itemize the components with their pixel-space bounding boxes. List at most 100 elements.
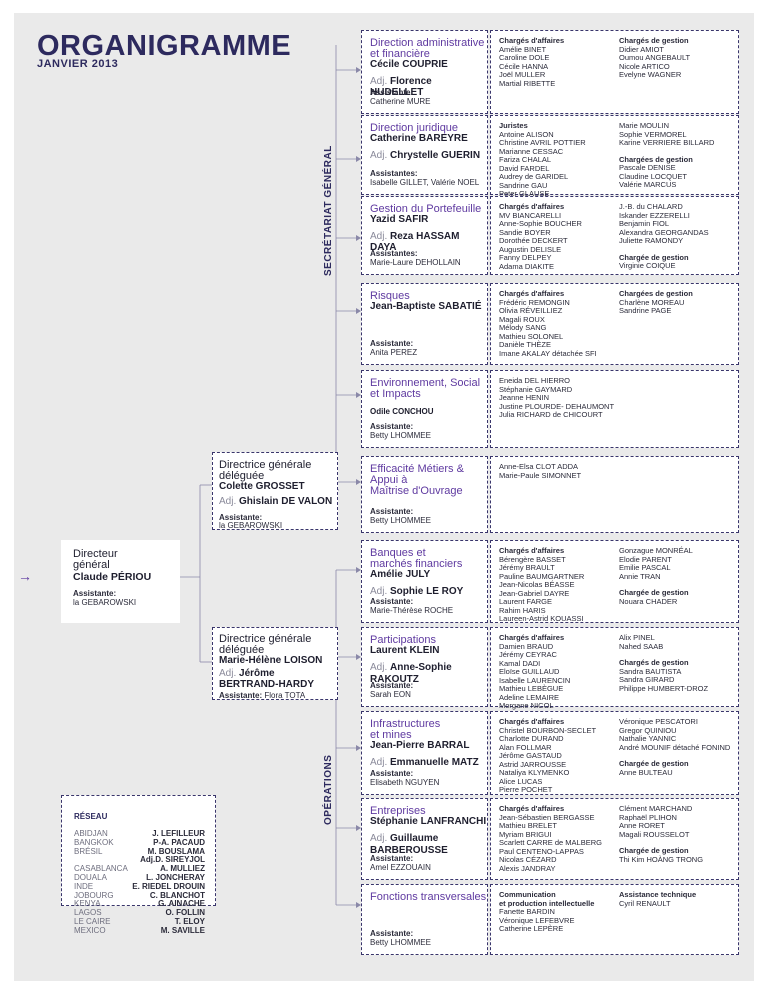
dgd1-box[interactable]: Directrice générale déléguée Colette GRO…	[212, 452, 338, 530]
dept-assistant-label: Assistantes:	[370, 169, 418, 178]
member-group-label: Chargés d'affaires	[499, 202, 565, 211]
dept-adj: Adj. Guillaume	[370, 833, 438, 844]
dept-head: Amélie JULY	[370, 569, 431, 580]
dept-name-line: Entreprises	[370, 805, 426, 817]
reseau-country: INDE	[74, 881, 94, 891]
dept-name-line: et Impacts	[370, 388, 421, 400]
reseau-name: P-A. PACAUD	[153, 837, 205, 847]
dept-adj: Adj. Emmanuelle MATZ	[370, 757, 479, 768]
reseau-name: L. JONCHERAY	[146, 872, 205, 882]
member-group-label: Chargés d'affaires	[499, 546, 565, 555]
member-list: Gonzague MONRÉAL Elodie PARENT Emilie PA…	[619, 546, 693, 581]
dept-head: Cécile COUPRIE	[370, 59, 448, 70]
dept-adj-prefix: Adj.	[370, 231, 388, 242]
member-list: Antoine ALISON Christine AVRIL POTTIER M…	[499, 129, 586, 198]
reseau-name: J. LEFILLEUR	[152, 829, 205, 838]
reseau-name: M. SAVILLE	[160, 925, 205, 935]
dgd2-assistant: Flora TOTA	[264, 691, 306, 700]
dept-members-box-5: Anne-Elsa CLOT ADDA Marie-Paule SIMONNET	[490, 456, 739, 533]
member-list: Fanette BARDIN Véronique LEFEBVRE Cather…	[499, 907, 575, 933]
member-list: Thi Kim HOÀNG TRONG	[619, 854, 704, 864]
dept-name-line: marchés financiers	[370, 558, 463, 570]
member-list: Anne BULTEAU	[619, 767, 673, 777]
dept-adj-name: Chrystelle GUERIN	[390, 150, 481, 161]
member-group-label: Chargés d'affaires	[499, 804, 565, 813]
dept-assistant-label: Assistante:	[370, 929, 414, 938]
dept-adj-name: Sophie LE ROY	[390, 586, 464, 597]
dept-assistant-label: Assistante:	[370, 597, 414, 606]
member-list: Eneida DEL HIERRO Stéphanie GAYMARD Jean…	[499, 376, 615, 419]
dept-assistant: Betty LHOMMEE	[370, 431, 431, 440]
dept-assistant-label: Assistante:	[370, 854, 414, 863]
reseau-country: LAGOS	[74, 908, 102, 918]
dgd2-adj-prefix: Adj.	[219, 668, 237, 679]
member-list: Sandra BAUTISTA Sandra GIRARD Philippe H…	[619, 666, 709, 693]
dept-assistant-label: Assistante:	[370, 88, 414, 97]
dgd2-title-line1: Directrice générale	[219, 633, 312, 645]
member-list: Charlène MOREAU Sandrine PAGE	[619, 297, 685, 315]
member-list: Didier AMIOT Oumou ANGEBAULT Nicole ARTI…	[619, 44, 691, 79]
dg-box[interactable]: Directeur général Claude PÉRIOU Assistan…	[61, 540, 180, 623]
reseau-country: LE CAIRE	[74, 916, 111, 926]
dg-title-line2: général	[73, 559, 110, 571]
member-group-label: Chargés de gestion	[619, 36, 689, 45]
dept-head: Odile CONCHOU	[370, 407, 434, 416]
dept-name-line: Banques et	[370, 547, 426, 559]
member-list: Anne-Elsa CLOT ADDA Marie-Paule SIMONNET	[499, 462, 582, 480]
member-group-label: Chargée de gestion	[619, 846, 689, 855]
dept-name-line: et financière	[370, 48, 430, 60]
dept-adj-prefix: Adj.	[370, 586, 388, 597]
member-list: Jean-Sébastien BERGASSE Mathieu BRELET M…	[499, 812, 602, 873]
reseau-name: Adj.D. SIREYJOL	[140, 855, 205, 865]
dept-assistant: Sarah EON	[370, 690, 411, 699]
member-group-label: Chargée de gestion	[619, 759, 689, 768]
member-group-label: Chargés d'affaires	[499, 36, 565, 45]
dept-name-line: Direction juridique	[370, 122, 459, 134]
dgd1-adj-prefix: Adj.	[219, 496, 237, 507]
dept-name-line: Fonctions transversales	[370, 891, 487, 903]
dept-assistant: Anita PEREZ	[370, 348, 418, 357]
dept-adj-prefix: Adj.	[370, 757, 388, 768]
dgd2-assistant-label: Assistante:	[219, 691, 263, 700]
member-group-label: Assistance technique	[619, 890, 697, 899]
dept-name-line: et mines	[370, 729, 412, 741]
dgd2-box[interactable]: Directrice générale déléguée Marie-Hélèn…	[212, 627, 338, 700]
member-list: Damien BRAUD Jérémy CEYRAC Kamal DADI El…	[499, 641, 571, 710]
dgd2-adj-line1: Jérôme	[239, 668, 275, 679]
dept-head: Laurent KLEIN	[370, 645, 440, 656]
dept-head: Jean-Baptiste SABATIÉ	[370, 301, 482, 312]
dept-assistant: Betty LHOMMEE	[370, 938, 431, 947]
member-group-label: Chargés d'affaires	[499, 633, 565, 642]
dept-assistant: Marie-Laure DEHOLLAIN	[370, 258, 461, 267]
dept-assistant: Catherine MURE	[370, 97, 431, 106]
member-group-label: Chargée de gestion	[619, 252, 689, 262]
reseau-row: Adj.D. SIREYJOL	[74, 856, 205, 865]
dept-name-line: Direction administrative	[370, 37, 485, 49]
dept-name-line: Infrastructures	[370, 718, 441, 730]
dept-adj: Adj. Chrystelle GUERIN	[370, 150, 480, 161]
dept-assistant: Betty LHOMMEE	[370, 516, 431, 525]
member-group-label: Chargés d'affaires	[499, 717, 565, 726]
dept-head: Stéphanie LANFRANCHI	[370, 816, 487, 827]
reseau-country: MEXICO	[74, 925, 106, 935]
